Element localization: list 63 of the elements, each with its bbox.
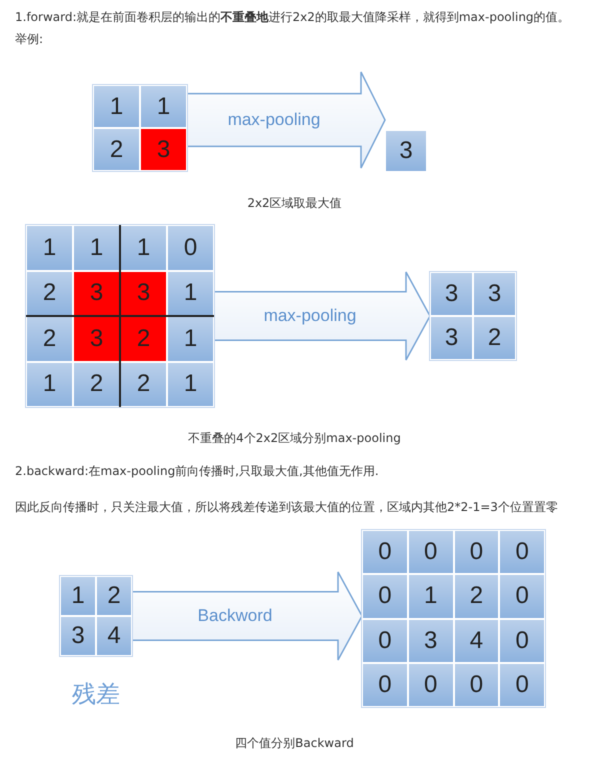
matrix-cell: 0 — [454, 662, 500, 707]
matrix-cell: 1 — [60, 576, 96, 616]
matrix-cell: 4 — [96, 616, 132, 656]
matrix-cell: 3 — [73, 270, 120, 316]
matrix-cell: 0 — [362, 574, 408, 618]
matrix-cell: 3 — [473, 272, 516, 316]
matrix-grid — [60, 576, 132, 656]
matrix-grid — [362, 530, 545, 707]
matrix-cell: 1 — [26, 362, 73, 407]
caption-text: 残差 — [72, 679, 120, 710]
matrix-cell: 3 — [73, 316, 120, 362]
matrix-cell: 0 — [499, 618, 545, 663]
matrix-cell: 0 — [408, 530, 454, 574]
matrix-cell: 3 — [140, 128, 187, 171]
edge-label: max-pooling — [264, 306, 356, 326]
matrix-cell: 0 — [362, 662, 408, 707]
matrix-cell: 3 — [430, 272, 473, 316]
matrix-cell: 1 — [120, 225, 167, 270]
matrix-cell: 0 — [499, 662, 545, 707]
matrix-cell: 3 — [60, 616, 96, 656]
matrix-cell: 2 — [26, 316, 73, 362]
edge-label: Backword — [198, 606, 272, 626]
block-arrow — [131, 571, 363, 661]
matrix-cell: 0 — [362, 530, 408, 574]
matrix-grid — [93, 85, 187, 171]
matrix-cell: 1 — [140, 85, 187, 128]
caption-text: 四个值分别Backward — [234, 735, 355, 752]
matrix-cell: 0 — [499, 530, 545, 574]
matrix-cell: 0 — [167, 225, 214, 270]
caption-text: 不重叠的4个2x2区域分别max-pooling — [187, 430, 402, 447]
caption-text: 2x2区域取最大值 — [246, 195, 343, 212]
matrix-cell: 0 — [499, 574, 545, 618]
matrix-cell: 3 — [120, 270, 167, 316]
matrix-cell: 1 — [167, 270, 214, 316]
matrix-cell: 4 — [454, 618, 500, 663]
matrix-cell: 2 — [120, 316, 167, 362]
matrix-grid — [430, 272, 516, 360]
matrix-cell: 2 — [473, 316, 516, 360]
matrix-cell: 0 — [454, 530, 500, 574]
matrix-cell: 3 — [385, 130, 427, 172]
matrix-grid — [26, 225, 214, 407]
edge-label: max-pooling — [228, 110, 320, 130]
matrix-cell: 1 — [167, 362, 214, 407]
matrix-cell: 2 — [120, 362, 167, 407]
matrix-cell: 0 — [362, 618, 408, 663]
matrix-cell: 3 — [430, 316, 473, 360]
block-arrow — [186, 71, 386, 169]
matrix-cell: 1 — [73, 225, 120, 270]
matrix-cell: 1 — [93, 85, 140, 128]
matrix-cell: 0 — [408, 662, 454, 707]
matrix-cell: 1 — [167, 316, 214, 362]
block-arrow — [213, 271, 431, 361]
matrix-cell: 2 — [26, 270, 73, 316]
matrix-cell: 3 — [408, 618, 454, 663]
matrix-cell: 2 — [73, 362, 120, 407]
paragraph: 1.forward:就是在前面卷积层的输出的不重叠地进行2x2的取最大值降采样，就得到max-pooling的值。举例: — [15, 9, 571, 48]
matrix-cell: 1 — [408, 574, 454, 618]
paragraph: 2.backward:在max-pooling前向传播时,只取最大值,其他值无作用. — [15, 463, 380, 480]
matrix-cell: 2 — [454, 574, 500, 618]
matrix-cell: 1 — [26, 225, 73, 270]
matrix-cell: 2 — [96, 576, 132, 616]
paragraph: 因此反向传播时，只关注最大值，所以将残差传递到该最大值的位置，区域内其他2*2-1=3个位置置零 — [15, 499, 559, 516]
matrix-cell: 2 — [93, 128, 140, 171]
